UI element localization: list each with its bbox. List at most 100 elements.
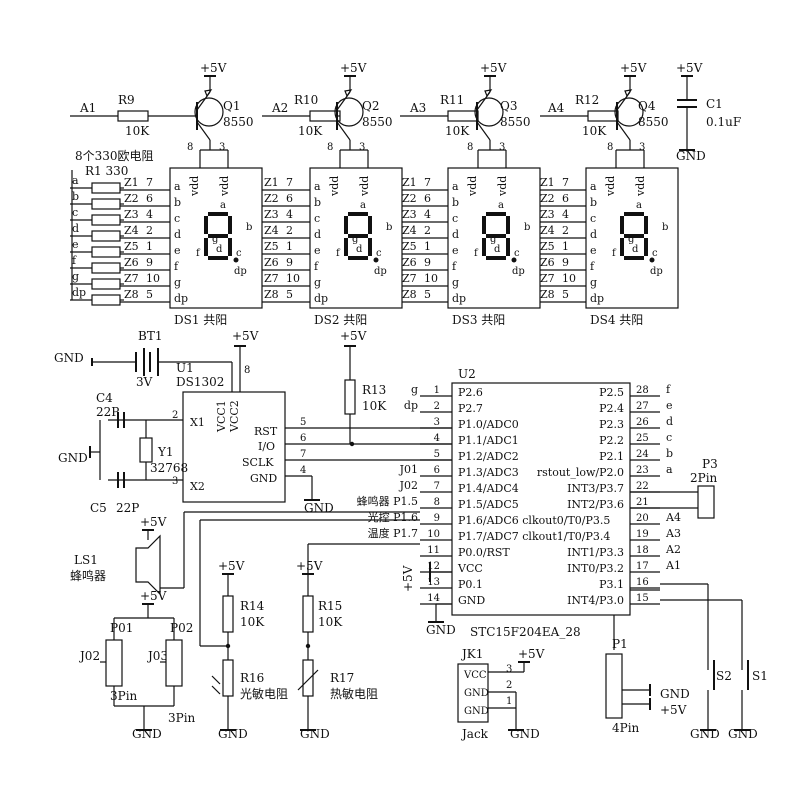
seven-seg-segment <box>368 238 372 256</box>
r15-ref: R15 <box>318 599 342 613</box>
p3-header: P3 2Pin <box>690 457 718 519</box>
seven-seg-label: b <box>524 222 530 233</box>
input-a2: A2 <box>271 101 288 115</box>
resistor-body <box>91 262 121 274</box>
mcu-right-pin-num: 27 <box>636 401 649 412</box>
seven-seg-segment <box>208 256 228 260</box>
seven-seg-label: c <box>514 248 520 259</box>
transistor-circle <box>194 97 224 127</box>
z-pin-number: 4 <box>424 208 431 221</box>
collector-pin3: 3 <box>359 142 365 153</box>
rtc-gnd: GND <box>304 501 334 515</box>
u1-pin2: 2 <box>172 410 178 421</box>
r17-gnd: GND <box>300 727 330 741</box>
p1-gnd: GND <box>660 687 690 701</box>
u1-pin4: 4 <box>300 465 306 476</box>
z-pin-number: 5 <box>562 288 569 301</box>
r14-value: 10K <box>240 615 265 629</box>
c5-value: 22P <box>116 501 139 515</box>
jk1-pin-gnd2: GND <box>464 706 489 717</box>
z-net-label: Z4 <box>264 224 279 237</box>
z-pin-number: 7 <box>146 176 153 189</box>
display-seg-label: b <box>590 196 597 209</box>
resistor-body <box>91 198 121 210</box>
p02-ref: P02 <box>170 621 193 635</box>
seven-seg-label: f <box>612 248 617 259</box>
seven-seg-segment <box>368 216 372 234</box>
r15-vcc: +5V <box>296 559 323 573</box>
jk1-gnd: GND <box>510 727 540 741</box>
display-vdd: vdd <box>188 176 201 197</box>
u2-gnd: GND <box>426 623 456 637</box>
z-net-label: Z2 <box>264 192 279 205</box>
display-seg-label: c <box>590 212 596 225</box>
z-net-label: Z7 <box>124 272 139 285</box>
mcu-left-pin-num: 9 <box>434 513 440 524</box>
display-caption: DS4 共阳 <box>590 313 643 327</box>
z-pin-number: 4 <box>286 208 293 221</box>
z-net-label: Z2 <box>402 192 417 205</box>
mcu-right-pin-name: INT3/P3.7 <box>567 482 624 495</box>
display-body <box>309 167 403 309</box>
seven-seg-dp <box>373 257 379 263</box>
seven-seg-segment <box>620 216 624 234</box>
driver-q2: A2 R10 10K Q2 8550 +5V <box>271 61 393 138</box>
display-seg-label: d <box>590 228 597 241</box>
jk1-body <box>457 663 489 723</box>
z-net-label: Z1 <box>402 176 417 189</box>
jk1-num2: 2 <box>506 680 512 691</box>
q4-part: 8550 <box>638 115 669 129</box>
u1-rst: RST <box>254 425 278 438</box>
display-vdd: vdd <box>604 176 617 197</box>
mcu-right-pin-num: 19 <box>636 529 649 540</box>
jk1-ref: JK1 <box>460 647 483 661</box>
mcu-right-net: c <box>666 431 672 444</box>
driver-q3: A3 R11 10K Q3 8550 +5V <box>409 61 531 138</box>
q1-ref: Q1 <box>223 99 240 113</box>
crystal-body <box>139 437 153 463</box>
r13-vcc: +5V <box>340 329 367 343</box>
jk1-vcc: +5V <box>518 647 545 661</box>
c4-ref: C4 <box>96 391 113 405</box>
seven-seg-dp <box>649 257 655 263</box>
seven-seg-label: dp <box>512 266 525 277</box>
seven-seg-label: a <box>636 200 642 211</box>
z-net-label: Z7 <box>540 272 555 285</box>
display-vdd: vdd <box>328 176 341 197</box>
light-arrow1 <box>211 675 221 685</box>
mcu-right-pin-name: P2.3 <box>599 418 624 431</box>
resistor-body <box>91 294 121 306</box>
c1-gnd: GND <box>676 149 706 163</box>
mcu-left-net: dp <box>404 399 418 412</box>
seven-seg-label: b <box>386 222 392 233</box>
resistor-body <box>91 246 121 258</box>
seven-seg-label: d <box>494 244 501 255</box>
q4-ref: Q4 <box>638 99 656 113</box>
seven-seg-segment <box>204 216 208 234</box>
temp-sensor: +5V R15 10K R17 热敏电阻 GND <box>296 559 378 741</box>
resistor-body <box>447 110 479 122</box>
p02-net: J03 <box>146 649 168 663</box>
u2-part: STC15F204EA_28 <box>470 625 581 639</box>
seven-seg-segment <box>644 216 648 234</box>
u1-pin6: 6 <box>300 433 306 444</box>
mcu-left-net: 温度 P1.7 <box>368 526 418 540</box>
jk1-pin-vcc: VCC <box>463 670 487 681</box>
seven-seg-label: dp <box>374 266 387 277</box>
r12-value: 10K <box>582 124 607 138</box>
z-pin-number: 2 <box>562 224 569 237</box>
mcu-left-pin-name: P1.0/ADC0 <box>458 418 519 431</box>
seven-seg-label: g <box>490 234 497 245</box>
r13-value: 10K <box>362 399 387 413</box>
display-seg-label: g <box>174 276 181 289</box>
z-net-label: Z5 <box>124 240 139 253</box>
decoupling-capacitor: +5V C1 0.1uF GND <box>676 61 741 163</box>
display-seg-label: c <box>452 212 458 225</box>
r14-vcc: +5V <box>218 559 245 573</box>
seven-seg-segment <box>486 234 506 238</box>
c1-value: 0.1uF <box>706 115 741 129</box>
p1-vcc: +5V <box>660 703 687 717</box>
mcu-left-pin-num: 10 <box>427 529 440 540</box>
u1-io: I/O <box>258 440 275 453</box>
